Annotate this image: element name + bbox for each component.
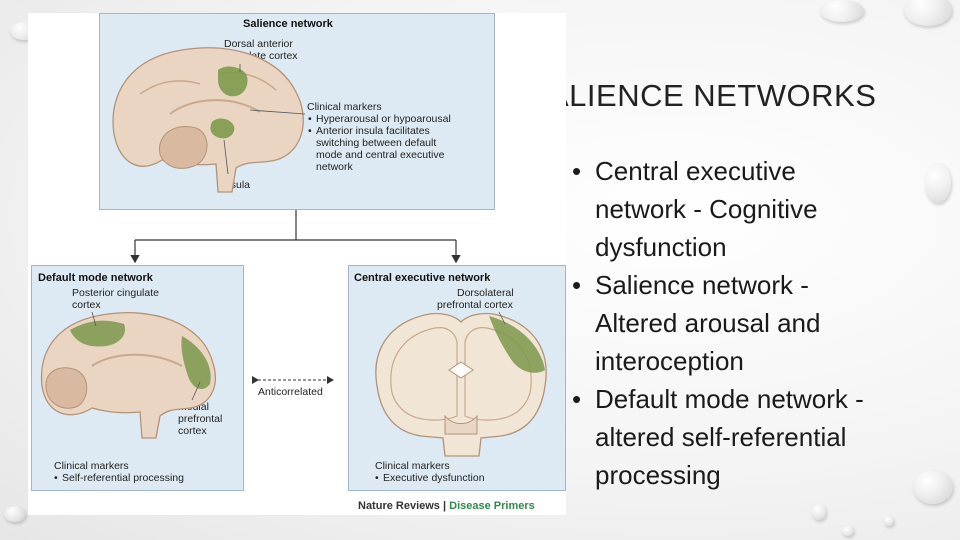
water-drop-decoration [884, 516, 894, 526]
region-label: prefrontal cortex [437, 299, 513, 311]
marker-bullet: • [308, 125, 312, 137]
bullet-line: Central executive [595, 156, 796, 186]
clinical-markers-title: Clinical markers [375, 460, 450, 472]
bullet-marker: • [572, 384, 582, 414]
dacc-highlight [218, 66, 248, 97]
bullet-marker: • [572, 156, 582, 186]
credit-series: Disease Primers [449, 500, 535, 512]
marker-bullet: • [54, 472, 58, 484]
central-executive-network-panel: Central executive network Dorsolateral p… [348, 265, 566, 491]
bullet-line: Default mode network - [595, 384, 864, 414]
figure-connectors [130, 210, 461, 384]
water-drop-decoration [913, 470, 953, 504]
credit-publisher: Nature Reviews [358, 500, 440, 512]
water-drop-decoration [925, 163, 951, 203]
marker-bullet: • [375, 472, 379, 484]
panel-title: Central executive network [354, 272, 491, 284]
bullet-line: interoception [595, 346, 744, 376]
bullet-item: • Central executive network - Cognitive … [572, 152, 947, 266]
marker-text: Hyperarousal or hypoarousal [316, 113, 451, 125]
slide-title: ALIENCE NETWORKS [548, 78, 877, 113]
bullet-line: Salience network - [595, 270, 809, 300]
brain-networks-figure: Salience network Dorsal anterior cingula… [28, 13, 566, 515]
insula-label: Insula [222, 179, 251, 191]
panel-title: Salience network [243, 18, 333, 30]
mpfc-highlight [181, 336, 211, 390]
bullet-line: altered self-referential [595, 422, 847, 452]
water-drop-decoration [904, 0, 952, 26]
panel-title: Default mode network [38, 272, 153, 284]
bullet-line: dysfunction [595, 232, 727, 262]
bullet-item: • Salience network - Altered arousal and… [572, 266, 947, 380]
figure-credit: Nature Reviews | Disease Primers [358, 500, 535, 512]
clinical-markers-title: Clinical markers [54, 460, 129, 472]
bullet-line: Altered arousal and [595, 308, 821, 338]
dlpfc-highlight [489, 316, 545, 373]
coronal-brain-illustration [375, 311, 547, 457]
insula-highlight [210, 118, 235, 139]
water-drop-decoration [4, 506, 26, 522]
region-label: cortex [178, 425, 207, 437]
region-label: cingulate cortex [224, 50, 298, 62]
sagittal-brain-illustration [40, 311, 216, 439]
bullet-list: • Central executive network - Cognitive … [572, 152, 947, 494]
default-mode-network-panel: Default mode network Posterior cingulate… [31, 265, 244, 491]
region-label: prefrontal [178, 413, 223, 425]
anticorrelated-label: Anticorrelated [258, 386, 323, 398]
clinical-markers-title: Clinical markers [307, 101, 382, 113]
bullet-item: • Default mode network - altered self-re… [572, 380, 947, 494]
region-label: Posterior cingulate [72, 287, 159, 299]
bullet-line: processing [595, 460, 721, 490]
marker-text: mode and central executive [316, 149, 445, 161]
bullet-line: network - Cognitive [595, 194, 818, 224]
credit-separator: | [443, 500, 447, 512]
marker-text: Executive dysfunction [383, 472, 485, 484]
water-drop-decoration [820, 0, 864, 22]
marker-text: switching between default [316, 137, 437, 149]
salience-network-panel: Salience network Dorsal anterior cingula… [99, 13, 495, 210]
region-label: Dorsolateral [457, 287, 514, 299]
water-drop-decoration [812, 504, 826, 520]
marker-bullet: • [308, 113, 312, 125]
water-drop-decoration [842, 526, 854, 536]
region-label: Dorsal anterior [224, 38, 293, 50]
sagittal-brain-illustration [112, 47, 306, 193]
marker-text: Anterior insula facilitates [316, 125, 430, 137]
marker-text: network [316, 161, 353, 173]
region-label: cortex [72, 299, 101, 311]
marker-text: Self-referential processing [62, 472, 184, 484]
bullet-marker: • [572, 270, 582, 300]
pcc-highlight [70, 320, 126, 347]
